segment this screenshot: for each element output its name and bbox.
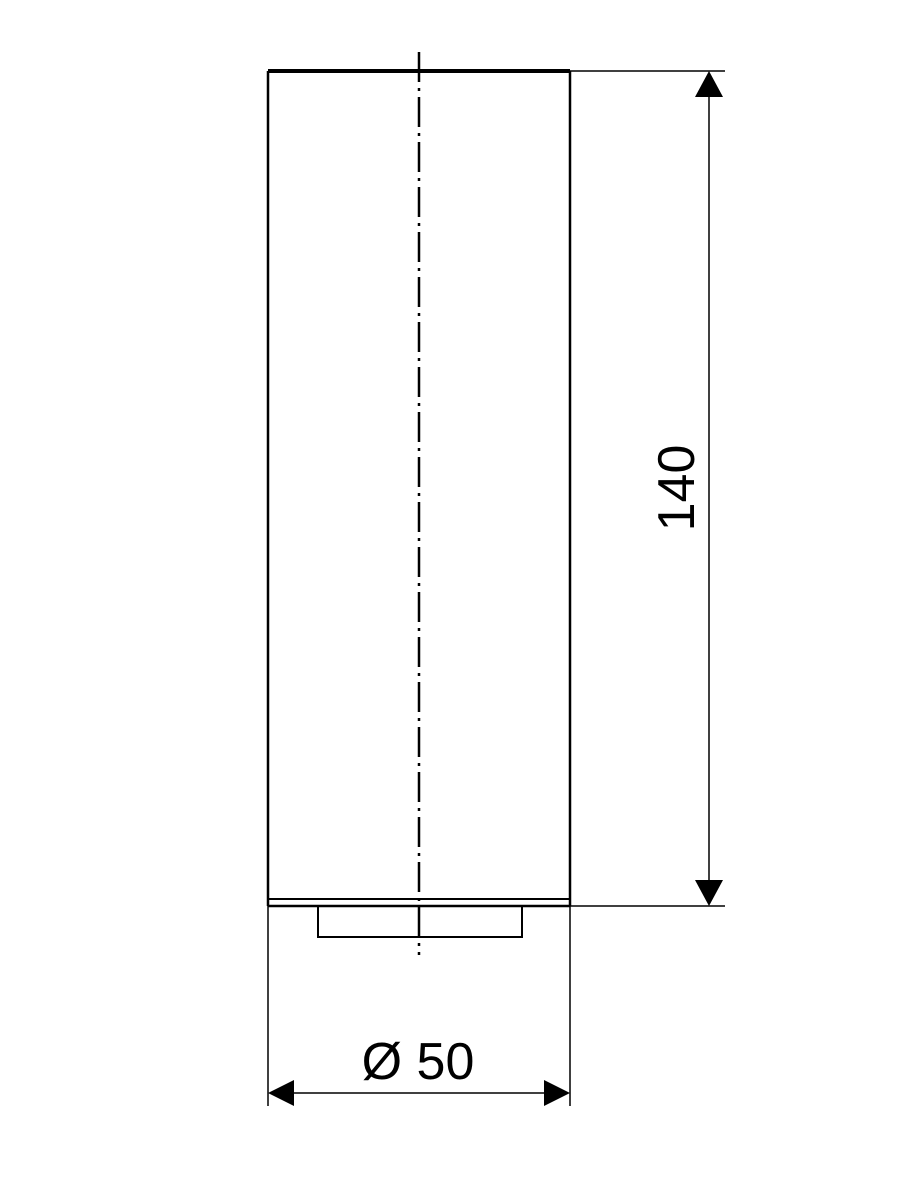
height-arrow-top-icon	[695, 71, 723, 97]
diameter-arrow-left-icon	[268, 1080, 294, 1106]
diameter-dimension-label: Ø 50	[362, 1033, 475, 1091]
diameter-dimension	[267, 906, 571, 1106]
height-dimension-label: 140	[648, 445, 706, 532]
height-arrow-bottom-icon	[695, 880, 723, 906]
height-dimension	[570, 70, 725, 907]
diameter-arrow-right-icon	[544, 1080, 570, 1106]
